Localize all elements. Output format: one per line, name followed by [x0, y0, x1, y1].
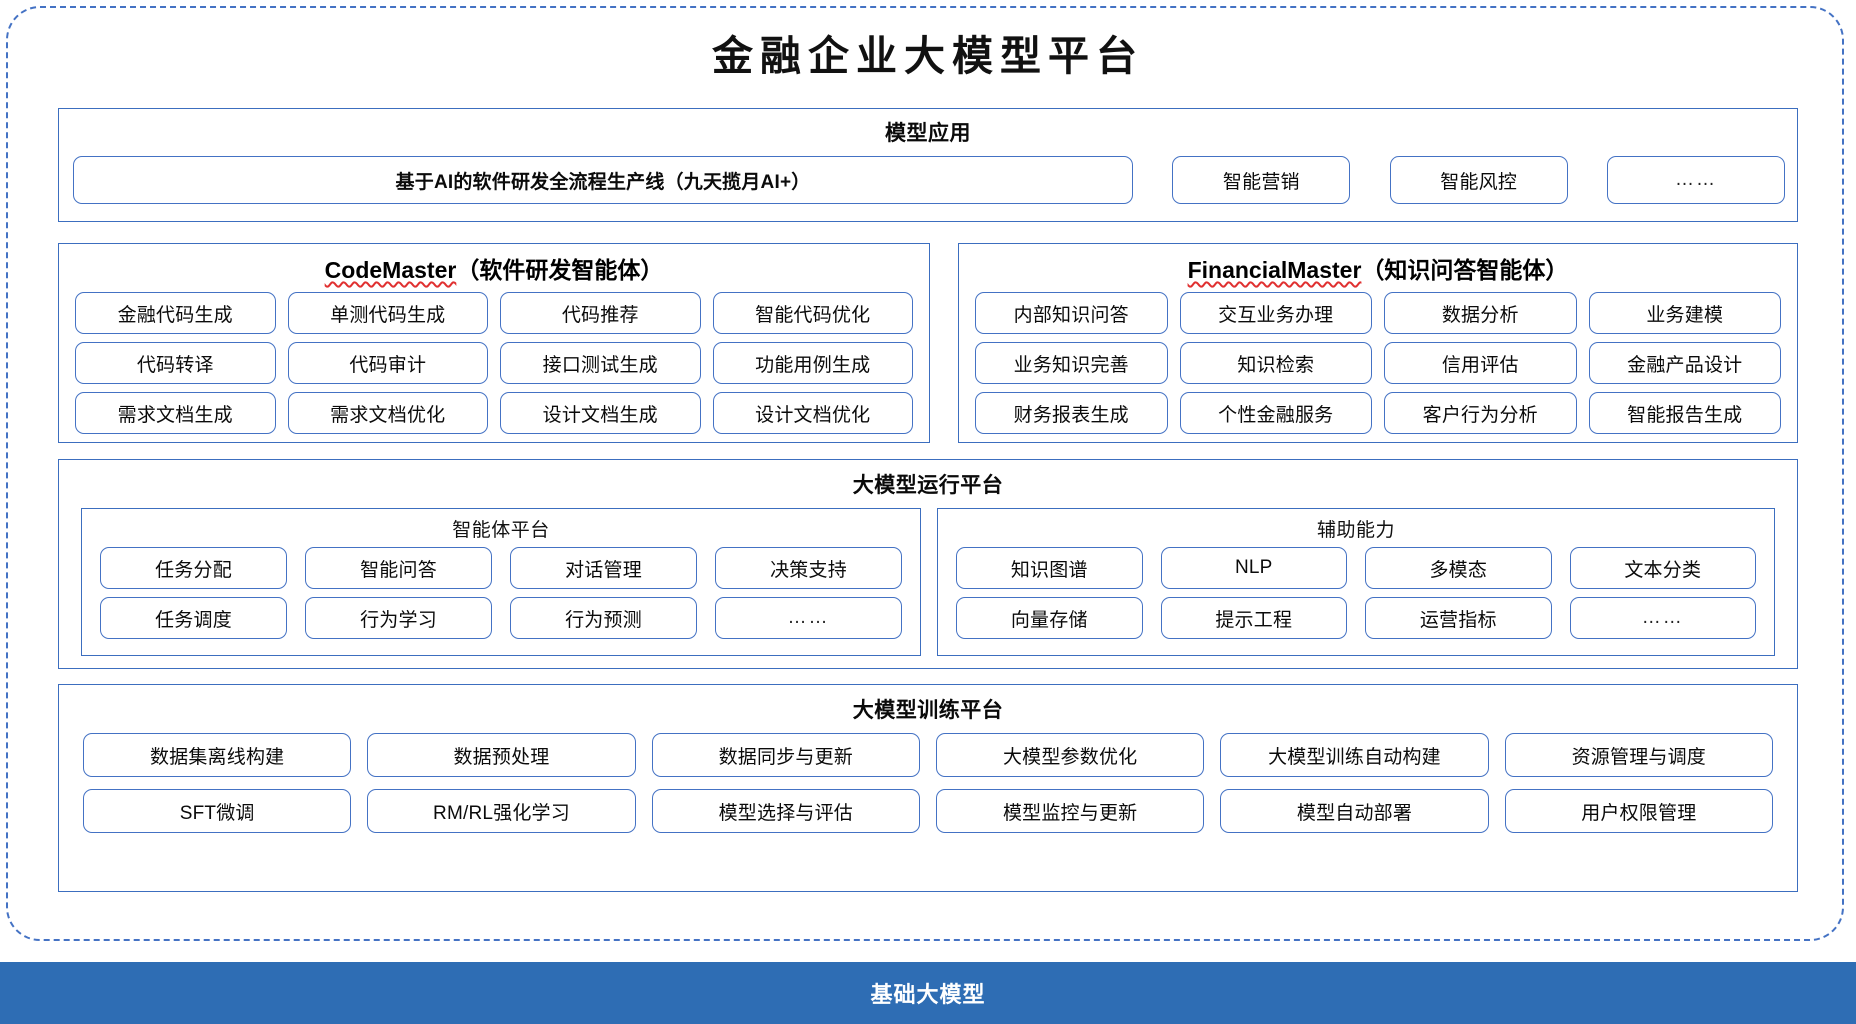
financialmaster-suffix: （知识问答智能体）	[1361, 257, 1569, 283]
chip-code-translation[interactable]: 代码转译	[75, 342, 276, 384]
chip-training-auto-construction[interactable]: 大模型训练自动构建	[1220, 733, 1489, 777]
chip-vector-storage[interactable]: 向量存储	[956, 597, 1143, 639]
agent-platform-grid: 任务分配 智能问答 对话管理 决策支持 任务调度 行为学习 行为预测 ……	[100, 547, 902, 639]
financialmaster-row-2: 业务知识完善 知识检索 信用评估 金融产品设计	[975, 342, 1781, 384]
chip-finance-code-generation[interactable]: 金融代码生成	[75, 292, 276, 334]
codemaster-row-1: 金融代码生成 单测代码生成 代码推荐 智能代码优化	[75, 292, 913, 334]
foundation-model-bar: 基础大模型	[0, 962, 1856, 1024]
financialmaster-name: FinancialMaster	[1187, 257, 1362, 283]
chip-nlp[interactable]: NLP	[1160, 547, 1347, 589]
chip-smart-code-optimization[interactable]: 智能代码优化	[712, 292, 913, 334]
subsection-auxiliary-capabilities: 辅助能力 知识图谱 NLP 多模态 文本分类 向量存储 提示工程 运营指标 ……	[937, 508, 1775, 656]
section-runtime-platform: 大模型运行平台 智能体平台 任务分配 智能问答 对话管理 决策支持 任务调度 行…	[58, 459, 1798, 669]
subsection-title-auxiliary-capabilities: 辅助能力	[1316, 520, 1395, 541]
codemaster-suffix: （软件研发智能体）	[456, 257, 664, 283]
chip-dataset-offline-construction[interactable]: 数据集离线构建	[83, 733, 352, 777]
codemaster-name: CodeMaster	[324, 257, 457, 283]
foundation-model-label: 基础大模型	[870, 982, 986, 1007]
financialmaster-row-3: 财务报表生成 个性金融服务 客户行为分析 智能报告生成	[975, 392, 1781, 434]
chip-smart-report-generation[interactable]: 智能报告生成	[1588, 392, 1781, 434]
agent-platform-row-2: 任务调度 行为学习 行为预测 ……	[100, 597, 902, 639]
codemaster-row-3: 需求文档生成 需求文档优化 设计文档生成 设计文档优化	[75, 392, 913, 434]
chip-internal-knowledge-qa[interactable]: 内部知识问答	[975, 292, 1168, 334]
training-platform-grid: 数据集离线构建 数据预处理 数据同步与更新 大模型参数优化 大模型训练自动构建 …	[83, 733, 1773, 833]
auxiliary-grid: 知识图谱 NLP 多模态 文本分类 向量存储 提示工程 运营指标 ……	[956, 547, 1756, 639]
chip-model-monitoring-update[interactable]: 模型监控与更新	[935, 789, 1205, 833]
subsection-agent-platform: 智能体平台 任务分配 智能问答 对话管理 决策支持 任务调度 行为学习 行为预测…	[81, 508, 921, 656]
chip-prompt-engineering[interactable]: 提示工程	[1160, 597, 1347, 639]
training-row-1: 数据集离线构建 数据预处理 数据同步与更新 大模型参数优化 大模型训练自动构建 …	[83, 733, 1773, 777]
auxiliary-row-1: 知识图谱 NLP 多模态 文本分类	[956, 547, 1756, 589]
chip-model-auto-deployment[interactable]: 模型自动部署	[1220, 789, 1489, 833]
section-model-applications: 模型应用 基于AI的软件研发全流程生产线（九天揽月AI+） 智能营销 智能风控 …	[58, 108, 1798, 222]
chip-data-analysis[interactable]: 数据分析	[1384, 292, 1577, 334]
chip-credit-evaluation[interactable]: 信用评估	[1384, 342, 1577, 384]
chip-business-knowledge-improvement[interactable]: 业务知识完善	[975, 342, 1168, 384]
chip-data-preprocessing[interactable]: 数据预处理	[367, 733, 636, 777]
chip-smart-risk-control[interactable]: 智能风控	[1389, 156, 1568, 204]
agent-platform-row-1: 任务分配 智能问答 对话管理 决策支持	[100, 547, 902, 589]
chip-behavior-learning[interactable]: 行为学习	[305, 597, 492, 639]
codemaster-row-2: 代码转译 代码审计 接口测试生成 功能用例生成	[75, 342, 913, 384]
section-title-training-platform: 大模型训练平台	[852, 699, 1004, 722]
chip-decision-support[interactable]: 决策支持	[715, 547, 902, 589]
chip-data-sync-update[interactable]: 数据同步与更新	[651, 733, 920, 777]
chip-interactive-business-handling[interactable]: 交互业务办理	[1179, 292, 1372, 334]
chip-financial-product-design[interactable]: 金融产品设计	[1588, 342, 1781, 384]
chip-personalized-financial-service[interactable]: 个性金融服务	[1179, 392, 1372, 434]
chip-dialogue-management[interactable]: 对话管理	[510, 547, 697, 589]
chip-ai-software-pipeline[interactable]: 基于AI的软件研发全流程生产线（九天揽月AI+）	[73, 156, 1133, 204]
chip-smart-qa[interactable]: 智能问答	[305, 547, 492, 589]
codemaster-grid: 金融代码生成 单测代码生成 代码推荐 智能代码优化 代码转译 代码审计 接口测试…	[75, 292, 913, 434]
page-title: 金融企业大模型平台	[712, 32, 1144, 80]
chip-operation-metrics[interactable]: 运营指标	[1365, 597, 1552, 639]
chip-auxiliary-more[interactable]: ……	[1569, 597, 1756, 639]
chip-user-permission-management[interactable]: 用户权限管理	[1504, 789, 1773, 833]
financialmaster-grid: 内部知识问答 交互业务办理 数据分析 业务建模 业务知识完善 知识检索 信用评估…	[975, 292, 1781, 434]
chip-functional-case-generation[interactable]: 功能用例生成	[712, 342, 913, 384]
section-training-platform: 大模型训练平台 数据集离线构建 数据预处理 数据同步与更新 大模型参数优化 大模…	[58, 684, 1798, 892]
chip-task-scheduling[interactable]: 任务调度	[100, 597, 287, 639]
chip-code-audit[interactable]: 代码审计	[287, 342, 488, 384]
chip-applications-more[interactable]: ……	[1606, 156, 1785, 204]
chip-code-recommendation[interactable]: 代码推荐	[500, 292, 701, 334]
chip-requirement-doc-generation[interactable]: 需求文档生成	[75, 392, 276, 434]
chip-behavior-prediction[interactable]: 行为预测	[510, 597, 697, 639]
financialmaster-row-1: 内部知识问答 交互业务办理 数据分析 业务建模	[975, 292, 1781, 334]
chip-design-doc-optimization[interactable]: 设计文档优化	[712, 392, 913, 434]
chip-knowledge-retrieval[interactable]: 知识检索	[1179, 342, 1372, 384]
chip-customer-behavior-analysis[interactable]: 客户行为分析	[1384, 392, 1577, 434]
chip-design-doc-generation[interactable]: 设计文档生成	[500, 392, 701, 434]
section-financialmaster: FinancialMaster（知识问答智能体） 内部知识问答 交互业务办理 数…	[958, 243, 1798, 443]
auxiliary-row-2: 向量存储 提示工程 运营指标 ……	[956, 597, 1756, 639]
chip-unit-test-code-generation[interactable]: 单测代码生成	[287, 292, 488, 334]
chip-smart-marketing[interactable]: 智能营销	[1172, 156, 1351, 204]
chip-rm-rl-reinforcement-learning[interactable]: RM/RL强化学习	[367, 789, 636, 833]
chip-interface-test-generation[interactable]: 接口测试生成	[500, 342, 701, 384]
chip-requirement-doc-optimization[interactable]: 需求文档优化	[287, 392, 488, 434]
chip-sft-finetuning[interactable]: SFT微调	[83, 789, 352, 833]
section-title-model-applications: 模型应用	[885, 122, 971, 145]
chip-model-parameter-optimization[interactable]: 大模型参数优化	[935, 733, 1205, 777]
chip-knowledge-graph[interactable]: 知识图谱	[956, 547, 1143, 589]
chip-agent-platform-more[interactable]: ……	[715, 597, 902, 639]
section-codemaster: CodeMaster（软件研发智能体） 金融代码生成 单测代码生成 代码推荐 智…	[58, 243, 930, 443]
section-title-runtime-platform: 大模型运行平台	[852, 474, 1004, 497]
subsection-title-agent-platform: 智能体平台	[452, 520, 550, 541]
section-title-financialmaster: FinancialMaster（知识问答智能体）	[959, 251, 1797, 285]
section-title-codemaster: CodeMaster（软件研发智能体）	[59, 251, 929, 285]
chip-multimodal[interactable]: 多模态	[1365, 547, 1552, 589]
model-applications-row: 基于AI的软件研发全流程生产线（九天揽月AI+） 智能营销 智能风控 ……	[73, 156, 1785, 204]
chip-financial-statement-generation[interactable]: 财务报表生成	[975, 392, 1168, 434]
diagram-outer-frame	[6, 6, 1844, 941]
training-row-2: SFT微调 RM/RL强化学习 模型选择与评估 模型监控与更新 模型自动部署 用…	[83, 789, 1773, 833]
chip-model-selection-evaluation[interactable]: 模型选择与评估	[651, 789, 920, 833]
chip-business-modeling[interactable]: 业务建模	[1588, 292, 1781, 334]
chip-resource-management-scheduling[interactable]: 资源管理与调度	[1504, 733, 1773, 777]
chip-task-allocation[interactable]: 任务分配	[100, 547, 287, 589]
chip-text-classification[interactable]: 文本分类	[1569, 547, 1756, 589]
